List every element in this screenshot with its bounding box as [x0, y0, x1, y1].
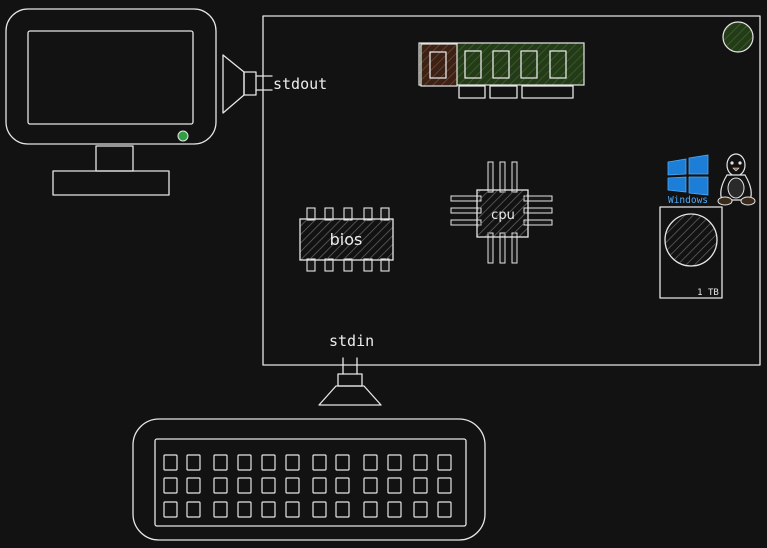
- keyboard-key: [387, 477, 402, 494]
- windows-logo-icon: Windows: [667, 154, 709, 206]
- keyboard-key: [437, 501, 452, 518]
- keyboard-key: [213, 501, 228, 518]
- stdout-port: stdout: [222, 54, 327, 114]
- windows-label: Windows: [668, 195, 708, 206]
- keyboard-key: [261, 501, 276, 518]
- keyboard-key: [213, 477, 228, 494]
- keyboard-key: [237, 501, 252, 518]
- keyboard-key: [285, 477, 300, 494]
- keyboard-key: [413, 477, 428, 494]
- keyboard-key: [413, 454, 428, 471]
- linux-tux-icon: [717, 153, 756, 206]
- keyboard-key: [312, 501, 327, 518]
- keyboard-key: [237, 477, 252, 494]
- keyboard-key: [387, 501, 402, 518]
- bios-chip: bios: [299, 207, 394, 272]
- keyboard-key: [363, 477, 378, 494]
- stdin-port: stdin: [318, 332, 382, 406]
- keyboard-key: [437, 454, 452, 471]
- keyboard-key: [285, 501, 300, 518]
- keyboard-key: [261, 454, 276, 471]
- keyboard-key: [213, 454, 228, 471]
- keyboard-key: [163, 477, 178, 494]
- monitor: [5, 8, 217, 196]
- keyboard-keys: [163, 454, 452, 518]
- stdin-label: stdin: [329, 332, 374, 350]
- hard-disk: 1 TB: [659, 206, 723, 299]
- keyboard-key: [312, 477, 327, 494]
- keyboard-key: [237, 454, 252, 471]
- disk-capacity-label: 1 TB: [697, 288, 719, 298]
- keyboard-key: [163, 454, 178, 471]
- keyboard: [132, 418, 486, 541]
- keyboard-key: [335, 454, 350, 471]
- keyboard-key: [335, 477, 350, 494]
- keyboard-key: [387, 454, 402, 471]
- keyboard-key: [413, 501, 428, 518]
- motherboard: [262, 15, 761, 366]
- keyboard-key: [163, 501, 178, 518]
- board-status-led: [722, 21, 754, 53]
- bios-label: bios: [330, 230, 363, 249]
- power-led: [177, 130, 189, 142]
- keyboard-key: [186, 501, 201, 518]
- keyboard-key: [186, 477, 201, 494]
- keyboard-key: [186, 454, 201, 471]
- keyboard-key: [437, 477, 452, 494]
- stdout-label: stdout: [273, 75, 327, 93]
- keyboard-key: [261, 477, 276, 494]
- keyboard-key: [363, 454, 378, 471]
- keyboard-key: [285, 454, 300, 471]
- cpu-label: cpu: [491, 208, 515, 223]
- keyboard-key: [312, 454, 327, 471]
- ram-module: [418, 42, 585, 99]
- cpu-chip: cpu: [450, 161, 553, 264]
- keyboard-key: [363, 501, 378, 518]
- keyboard-key: [335, 501, 350, 518]
